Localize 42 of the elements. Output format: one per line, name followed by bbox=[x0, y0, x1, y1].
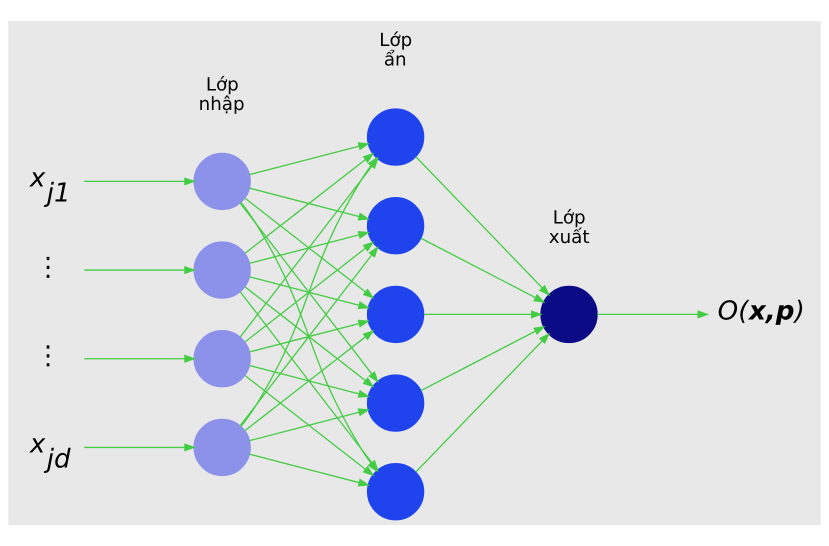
arrow bbox=[84, 443, 196, 452]
arrow bbox=[244, 241, 374, 342]
arrow bbox=[244, 198, 374, 299]
arrow bbox=[249, 320, 370, 353]
arrow bbox=[420, 238, 546, 303]
node-text: ⋮ bbox=[35, 340, 62, 371]
node-circle bbox=[193, 330, 251, 388]
arrow bbox=[249, 408, 370, 442]
arrow bbox=[84, 177, 196, 186]
arrow bbox=[249, 142, 370, 176]
arrow bbox=[597, 310, 710, 319]
arrow bbox=[84, 354, 196, 363]
arrow bbox=[244, 330, 374, 432]
node-circle bbox=[193, 241, 251, 299]
arrow bbox=[249, 231, 370, 264]
label: Lớp ẩn bbox=[379, 30, 412, 71]
node-text: ⋮ bbox=[35, 252, 62, 282]
arrow bbox=[249, 454, 370, 486]
node-circle bbox=[366, 463, 424, 520]
arrow bbox=[420, 326, 546, 392]
arrow bbox=[415, 332, 550, 473]
arrow bbox=[84, 266, 196, 274]
label: Lớp nhập bbox=[198, 74, 245, 115]
arrow bbox=[415, 156, 550, 296]
node-circle bbox=[366, 197, 424, 254]
node-circle bbox=[193, 152, 251, 210]
node-circle bbox=[366, 108, 424, 166]
arrow bbox=[249, 276, 370, 310]
arrow bbox=[244, 152, 374, 254]
arrow bbox=[240, 246, 379, 426]
arrow bbox=[424, 310, 543, 319]
arrow bbox=[244, 286, 374, 388]
node-circle bbox=[193, 418, 251, 476]
node-circle bbox=[366, 374, 424, 432]
label: Lớp xuất bbox=[548, 207, 590, 248]
arrow bbox=[249, 187, 370, 220]
arrow bbox=[244, 375, 374, 476]
node-circle bbox=[366, 286, 424, 344]
node-circle bbox=[540, 286, 598, 344]
node-text: O(x,p) bbox=[718, 296, 805, 327]
arrow bbox=[249, 364, 370, 398]
arrow bbox=[240, 202, 379, 383]
